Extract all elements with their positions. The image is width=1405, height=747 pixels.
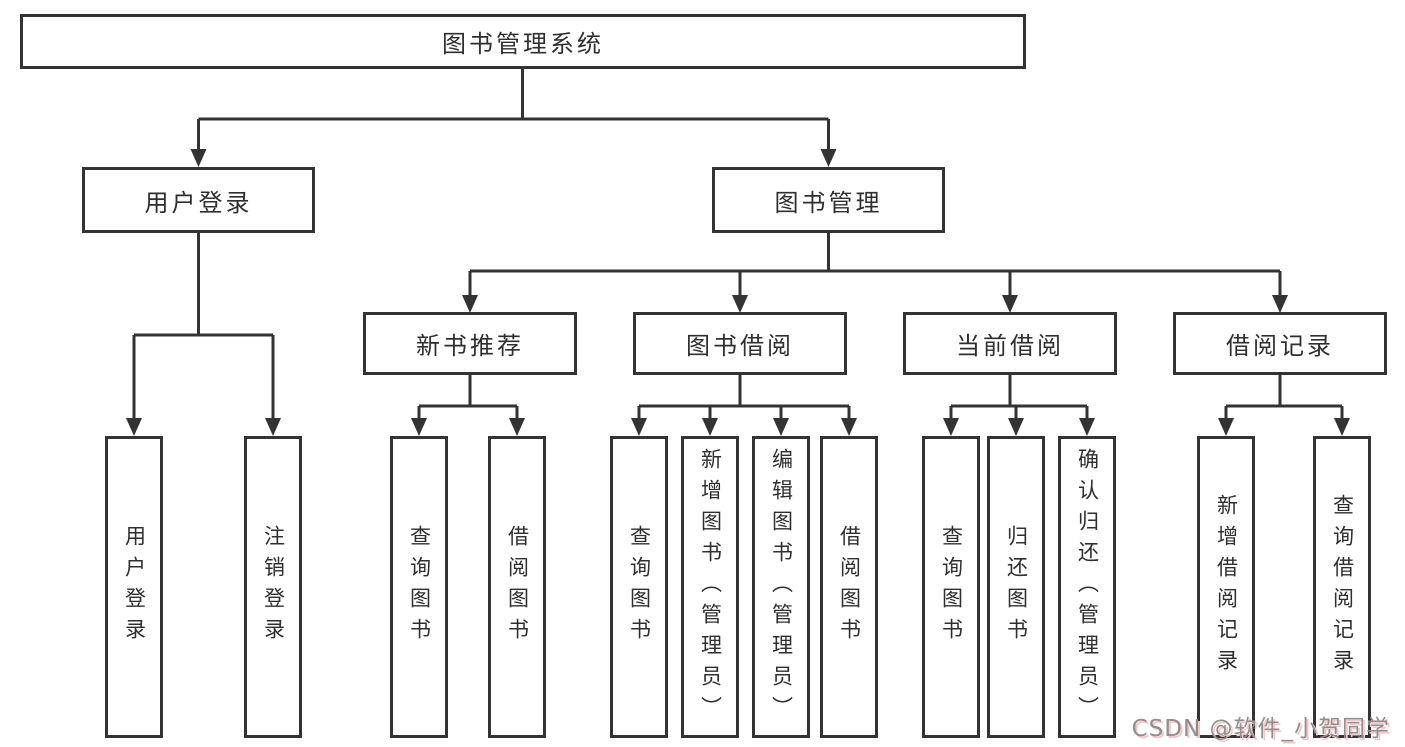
leaf-borrow-books: 借阅图书 [820,436,878,738]
csdn-watermark: CSDN @软件_小贺同学 [1131,716,1390,742]
node-user-login: 用户登录 [82,167,315,233]
leaf-user-login: 用户登录 [105,436,163,738]
leaf-query-books-recommend: 查询图书 [390,436,448,738]
leaf-add-books-admin: 新增图书（管理员） [681,436,739,738]
leaf-edit-books-admin: 编辑图书（管理员） [752,436,810,738]
leaf-query-books-current: 查询图书 [922,436,980,738]
node-root-system: 图书管理系统 [20,14,1026,69]
leaf-query-borrow-record: 查询借阅记录 [1313,436,1371,738]
leaf-logout: 注销登录 [244,436,302,738]
node-current-borrow: 当前借阅 [903,312,1117,375]
leaf-borrow-books-recommend: 借阅图书 [488,436,546,738]
node-book-management: 图书管理 [712,167,945,233]
node-new-book-recommend: 新书推荐 [363,312,577,375]
node-book-borrow: 图书借阅 [633,312,847,375]
node-borrow-records: 借阅记录 [1173,312,1387,375]
leaf-add-borrow-record: 新增借阅记录 [1197,436,1255,738]
leaf-confirm-return-admin: 确认归还（管理员） [1058,436,1116,738]
leaf-return-books: 归还图书 [987,436,1045,738]
leaf-query-books-borrow: 查询图书 [610,436,668,738]
